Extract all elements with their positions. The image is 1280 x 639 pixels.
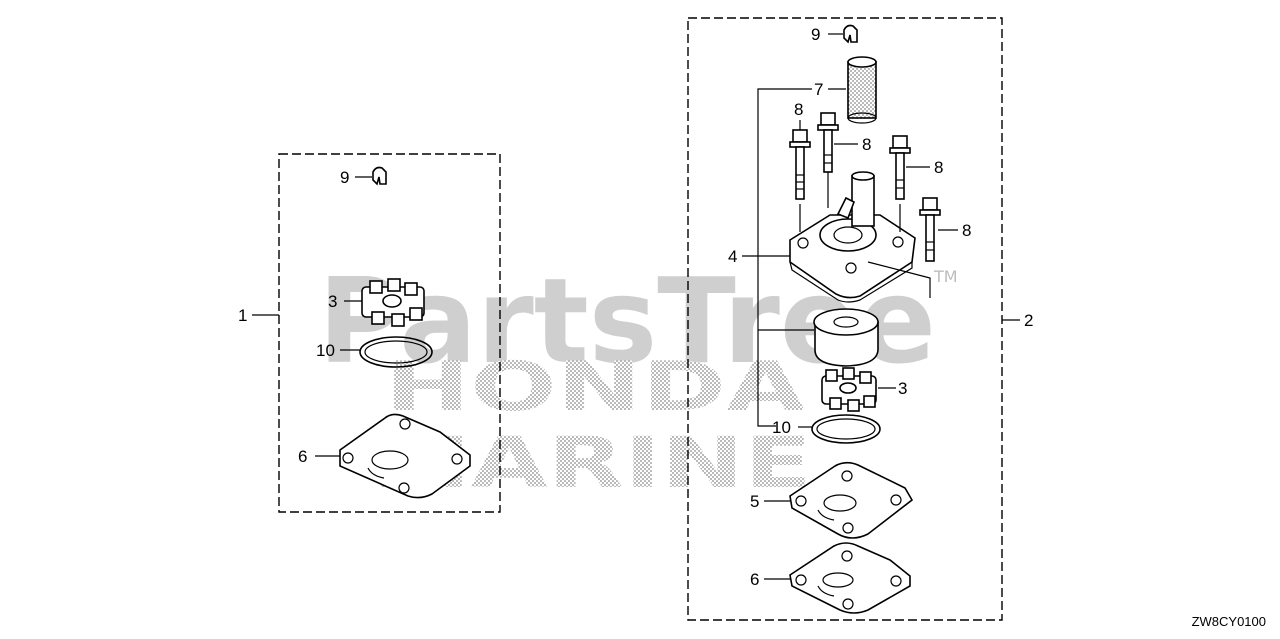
callout-plate6-left[interactable]: 6: [298, 447, 307, 466]
kit-right-group: 2 9 7 8 8: [687, 17, 1033, 621]
callout-impeller-right[interactable]: 3: [898, 379, 907, 398]
plate5-part[interactable]: [789, 461, 914, 539]
callout-kit-left[interactable]: 1: [238, 306, 247, 325]
tube-part[interactable]: [847, 56, 877, 124]
callout-clip-left[interactable]: 9: [340, 168, 349, 187]
watermark-trademark: TM: [933, 267, 958, 286]
bolt-part-2[interactable]: [817, 112, 839, 173]
callout-impeller-left[interactable]: 3: [328, 292, 337, 311]
callout-housing[interactable]: 4: [728, 247, 737, 266]
plate6-part-right[interactable]: [789, 542, 911, 614]
callout-kit-right[interactable]: 2: [1024, 311, 1033, 330]
watermark-line1: HONDA: [385, 348, 806, 427]
oring-part-left[interactable]: [359, 336, 433, 368]
kit-left-group: 1 9 3 10 6: [238, 153, 501, 513]
kit-left-box: [278, 153, 501, 513]
callout-tube[interactable]: 7: [814, 80, 823, 99]
clip-part-right[interactable]: [843, 24, 858, 44]
impeller-part-left[interactable]: [361, 278, 425, 327]
callout-clip-right[interactable]: 9: [811, 25, 820, 44]
callout-plate5[interactable]: 5: [750, 492, 759, 511]
callout-bolt-4[interactable]: 8: [962, 221, 971, 240]
callout-bolt-3[interactable]: 8: [934, 158, 943, 177]
oring-part-right[interactable]: [811, 414, 881, 444]
callout-bolt-1[interactable]: 8: [794, 100, 803, 119]
callout-plate6-right[interactable]: 6: [750, 570, 759, 589]
plate-part-left[interactable]: [339, 413, 471, 499]
seal-part[interactable]: [813, 308, 879, 367]
impeller-part-right[interactable]: [821, 367, 877, 412]
diagram-code: ZW8CY0100: [1191, 614, 1266, 629]
bolt-part-1[interactable]: [789, 129, 811, 200]
bolt-part-3[interactable]: [889, 135, 911, 200]
callout-bolt-2[interactable]: 8: [862, 135, 871, 154]
bolt-part-4[interactable]: [919, 197, 941, 262]
housing-part[interactable]: [789, 171, 916, 303]
clip-part-left[interactable]: [372, 166, 387, 186]
callout-oring-right[interactable]: 10: [772, 418, 791, 437]
callout-oring-left[interactable]: 10: [316, 341, 335, 360]
kit-right-box: [687, 17, 1003, 621]
